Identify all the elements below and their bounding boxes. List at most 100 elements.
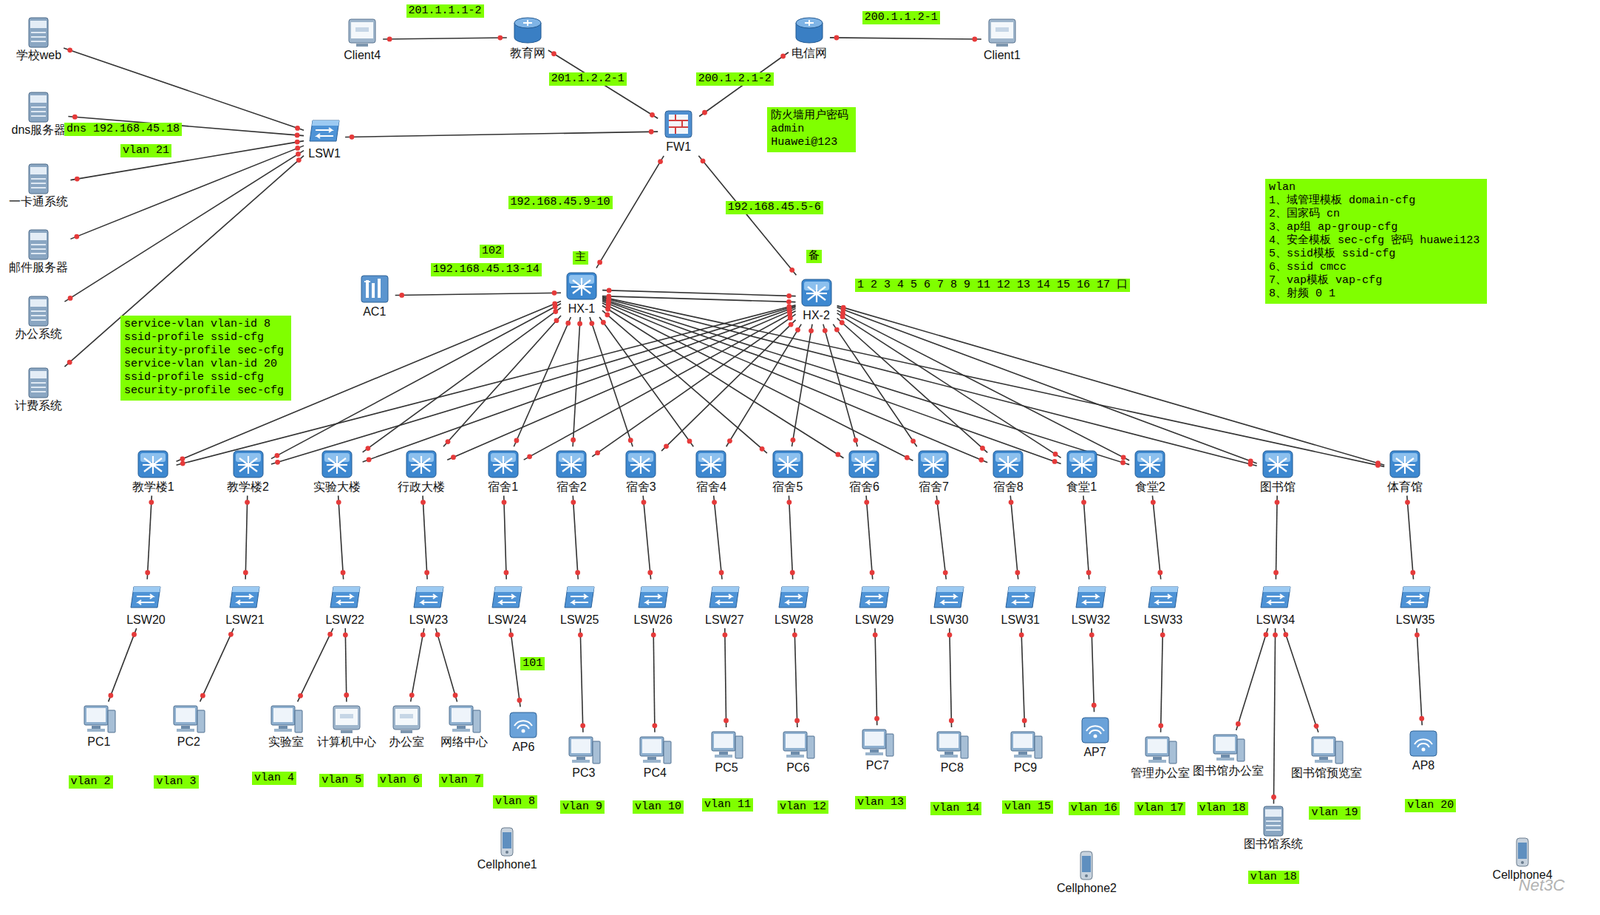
device-icon <box>1404 726 1443 759</box>
device-icon-art <box>564 733 604 767</box>
device-icon <box>1144 580 1183 614</box>
device-label: dns服务器 <box>11 123 68 137</box>
device-icon <box>79 702 119 736</box>
device-icon <box>19 16 58 49</box>
device-icon <box>768 447 808 481</box>
port-dot <box>67 295 74 301</box>
device-icon <box>858 726 897 759</box>
port-dot <box>107 693 114 699</box>
device-label: PC4 <box>642 766 668 780</box>
link-group <box>602 297 1258 468</box>
device-icon <box>562 269 601 303</box>
annotation-label: vlan 3 <box>153 775 199 789</box>
annotation-label: 1、域管理模板 domain-cfg <box>1268 194 1480 208</box>
device-icon <box>929 580 969 614</box>
device-label: 行政大楼 <box>396 480 446 494</box>
port-dot <box>526 453 533 459</box>
device-icon-art <box>982 16 1022 49</box>
network-link <box>794 628 798 728</box>
port-dot <box>365 445 371 451</box>
device-label: AP7 <box>1082 745 1107 759</box>
port-dot <box>244 499 250 505</box>
annotation-label: vlan 21 <box>120 144 172 158</box>
device-label: 宿舍2 <box>555 480 588 494</box>
annotation-label: Huawei@123 <box>770 135 849 150</box>
link-group <box>501 495 510 580</box>
device-node: 管理办公室 <box>1129 733 1191 780</box>
port-dot <box>340 569 346 575</box>
device-label: AP6 <box>511 740 536 754</box>
device-node: 邮件服务器 <box>8 228 69 275</box>
port-dot <box>759 446 765 452</box>
port-dot <box>835 452 841 458</box>
device-node: PC6 <box>778 728 818 775</box>
port-dot <box>420 499 426 505</box>
device-node: Client4 <box>342 16 382 63</box>
network-link <box>1083 495 1090 580</box>
device-icon <box>1396 580 1435 614</box>
device-label: LSW32 <box>1070 613 1111 627</box>
link-group <box>837 317 989 453</box>
port-dot <box>504 569 510 575</box>
network-link <box>447 308 796 461</box>
annotation-label: vlan 19 <box>1308 806 1360 820</box>
device-icon-art <box>487 580 527 614</box>
device-icon <box>1256 580 1295 614</box>
port-dot <box>852 437 859 443</box>
port-dot <box>144 569 151 575</box>
device-node: LSW32 <box>1070 580 1111 627</box>
device-label: 电信网 <box>790 46 828 60</box>
device-icon <box>342 16 382 49</box>
link-group <box>837 313 1062 459</box>
device-icon-art <box>327 702 366 736</box>
device-node: 图书馆预览室 <box>1290 733 1363 780</box>
device-icon <box>855 580 894 614</box>
device-icon <box>659 107 698 141</box>
port-dot <box>445 438 451 445</box>
port-dot <box>295 151 301 157</box>
device-node: 宿舍4 <box>691 447 731 494</box>
device-label: 宿舍1 <box>487 480 519 494</box>
network-link <box>572 317 581 447</box>
device-icon-art <box>342 16 382 49</box>
port-dot <box>296 157 302 163</box>
port-dot <box>1248 458 1254 464</box>
network-link <box>602 297 1258 466</box>
device-icon <box>982 16 1022 49</box>
port-dot <box>787 315 793 321</box>
annotation-label: 102 <box>479 244 505 258</box>
link-group <box>829 35 982 43</box>
device-label: 计费系统 <box>14 399 63 413</box>
device-node: LSW1 <box>305 114 344 161</box>
device-node: LSW20 <box>125 580 166 627</box>
annotation-label: 防火墙用户密码 <box>770 109 849 123</box>
device-node: 实验室 <box>266 702 306 749</box>
device-icon-art <box>1076 713 1115 746</box>
network-link <box>509 628 521 707</box>
device-icon <box>229 447 268 481</box>
device-label: HX-2 <box>801 308 830 323</box>
network-link <box>713 495 723 580</box>
device-node: LSW24 <box>487 580 527 627</box>
network-link <box>395 292 561 295</box>
device-icon-art <box>768 447 808 481</box>
port-dot <box>1158 722 1164 728</box>
device-icon-art <box>707 728 746 762</box>
port-dot <box>1410 569 1416 575</box>
device-label: AC1 <box>362 305 387 319</box>
device-icon-art <box>19 366 58 400</box>
device-icon-art <box>929 580 969 614</box>
device-icon-art <box>355 272 394 306</box>
port-dot <box>435 631 441 638</box>
device-icon <box>1141 733 1180 767</box>
port-dot <box>651 722 657 728</box>
link-group <box>420 495 430 580</box>
device-label: 办公系统 <box>14 327 63 341</box>
device-node: 计费系统 <box>14 366 63 413</box>
port-dot <box>1022 718 1028 724</box>
port-dot <box>597 259 603 265</box>
port-dot <box>554 317 560 323</box>
device-icon-art <box>126 580 165 614</box>
device-node: 学校web <box>15 16 63 63</box>
device-icon-art <box>858 726 897 759</box>
